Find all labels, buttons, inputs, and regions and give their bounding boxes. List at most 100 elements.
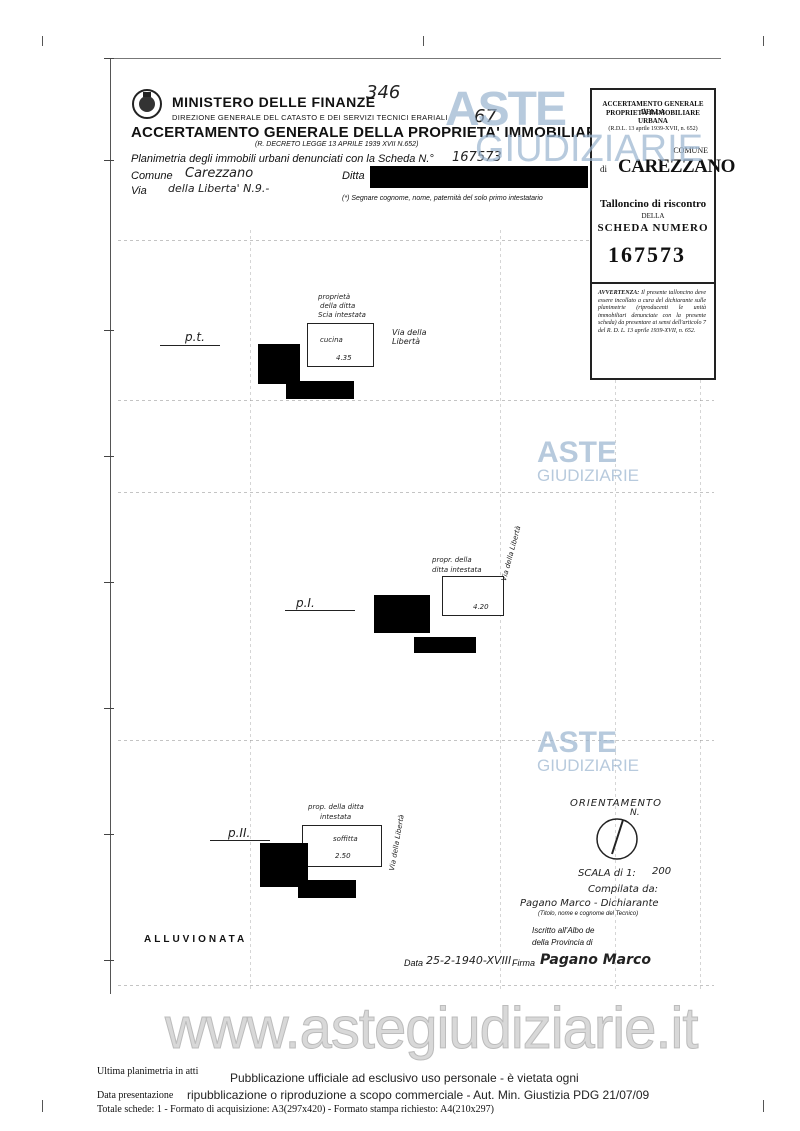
room-attic: soffitta 2.50 — [302, 825, 382, 867]
ditta-label: Ditta — [342, 170, 365, 182]
level-line — [210, 840, 270, 841]
ticket-scheda-numero: SCHEDA NUMERO — [597, 222, 709, 234]
level-line — [285, 610, 355, 611]
compiler-name: Pagano Marco - Dichiarante — [520, 898, 659, 909]
room-height: 2.50 — [335, 852, 351, 860]
compiled-label: Compilata da: — [588, 884, 658, 895]
redaction-block — [414, 637, 476, 653]
via-value: della Liberta' N.9.- — [168, 182, 270, 195]
owner-note: della ditta — [320, 302, 356, 310]
owner-note: Scia intestata — [318, 311, 366, 319]
ticket-comune-di: di — [600, 164, 608, 174]
compiler-hint: (Titolo, nome e cognome del Tecnico) — [538, 911, 639, 917]
frame-tick — [104, 582, 114, 583]
room-height: 4.20 — [473, 603, 489, 611]
watermark-aste: ASTE — [537, 436, 618, 469]
footnote: (*) Segnare cognome, nome, paternità del… — [342, 195, 543, 202]
grid-line — [615, 380, 616, 990]
grid-line — [118, 985, 714, 986]
grid-line — [250, 230, 251, 990]
frame-tick — [104, 456, 114, 457]
owner-note: intestata — [320, 813, 352, 821]
site-watermark: www.astegiudiziarie.it — [164, 996, 698, 1062]
ticket-comune-label: COMUNE — [673, 146, 708, 155]
redaction-block — [286, 381, 354, 399]
scale-value: 200 — [652, 866, 672, 877]
frame-tick — [104, 58, 114, 59]
avvertenza-text: Il presente talloncino deve essere incol… — [598, 290, 706, 334]
albo-line-1: Iscritto all'Albo de — [532, 926, 595, 935]
watermark-aste: ASTE — [537, 726, 618, 759]
footer-publication-1: Pubblicazione ufficiale ad esclusivo uso… — [230, 1071, 579, 1085]
date-label: Data — [404, 958, 424, 968]
ticket-number: 167573 — [608, 242, 686, 267]
redaction-block — [374, 595, 430, 633]
reference-ticket: ACCERTAMENTO GENERALE DELLA PROPRIETÀ IM… — [590, 88, 735, 380]
room-kitchen: cucina 4.35 — [307, 323, 374, 367]
room-height: 4.35 — [336, 354, 352, 362]
redaction-block — [258, 344, 300, 384]
ministry-name: MINISTERO DELLE FINANZE — [172, 94, 376, 110]
footer-date-presentation: Data presentazione — [97, 1090, 174, 1101]
footer-totals: Totale schede: 1 - Formato di acquisizio… — [97, 1104, 494, 1115]
redaction-bar — [370, 166, 588, 188]
grid-line — [118, 400, 714, 401]
ticket-talloncino: Talloncino di riscontro — [599, 198, 707, 210]
grid-line — [118, 240, 714, 241]
owner-note: prop. della ditta — [308, 803, 364, 811]
drawing-sheet-frame — [110, 58, 721, 994]
via-label: Via — [131, 185, 147, 197]
crop-mark — [42, 1100, 43, 1112]
date-value: 25-2-1940-XVIII — [426, 954, 512, 967]
alluvionata-stamp: ALLUVIONATA — [144, 934, 248, 945]
planimetry-label: Planimetria degli immobili urbani denunc… — [131, 153, 434, 165]
owner-note: proprietà — [318, 293, 351, 301]
floor-level-label: p.t. — [185, 330, 205, 344]
sheet-mark: 67 — [474, 106, 497, 127]
redaction-block — [260, 843, 308, 887]
north-label: N. — [630, 808, 640, 818]
frame-tick — [104, 330, 114, 331]
frame-tick — [104, 708, 114, 709]
footer-publication-2: ripubblicazione o riproduzione a scopo c… — [187, 1088, 650, 1102]
level-line — [160, 345, 220, 346]
crop-mark — [763, 36, 764, 46]
ticket-comune-name: CAREZZANO — [618, 156, 735, 177]
grid-line — [118, 492, 714, 493]
owner-note: propr. della — [432, 556, 472, 564]
ticket-line-1: ACCERTAMENTO GENERALE DELLA — [602, 100, 704, 116]
room-first-floor: 4.20 — [442, 576, 504, 616]
comune-value: Carezzano — [185, 166, 254, 181]
handwritten-number: 346 — [366, 82, 401, 103]
watermark-giudiziarie: GIUDIZIARIE — [537, 466, 640, 485]
footer-last-planimetry: Ultima planimetria in atti — [97, 1066, 199, 1077]
decree-reference: (R. DECRETO LEGGE 13 APRILE 1939 XVII N.… — [255, 141, 419, 148]
albo-line-2: della Provincia di — [532, 938, 593, 947]
frame-tick — [104, 160, 114, 161]
frame-tick — [104, 960, 114, 961]
comune-label: Comune — [131, 170, 173, 182]
redaction-block — [298, 880, 356, 898]
ticket-line-2: PROPRIETÀ IMMOBILIARE URBANA — [606, 109, 700, 125]
owner-note: ditta intestata — [432, 566, 482, 574]
ticket-della: DELLA — [641, 212, 665, 220]
watermark-giudiziarie: GIUDIZIARIE — [537, 756, 640, 775]
avvertenza-title: AVVERTENZA: — [598, 290, 640, 296]
watermark-giudiziarie: GIUDIZIARIE — [475, 128, 704, 170]
signature: Pagano Marco — [540, 952, 651, 968]
crop-mark — [763, 1100, 764, 1112]
crop-mark — [42, 36, 43, 46]
frame-tick — [104, 834, 114, 835]
scheda-number-handwritten: 167573 — [452, 150, 502, 165]
room-label: soffitta — [333, 835, 358, 843]
watermark-aste: ASTE — [445, 83, 567, 136]
ticket-law: (R.D.L. 13 aprile 1939-XVII, n. 652) — [608, 126, 698, 132]
direction-name: DIREZIONE GENERALE DEL CATASTO E DEI SER… — [172, 113, 448, 122]
street-note: Via della Libertà — [392, 328, 427, 346]
grid-line — [700, 380, 701, 990]
crop-mark — [423, 36, 424, 46]
room-label: cucina — [320, 336, 343, 344]
state-emblem-icon — [132, 89, 162, 119]
orientation-label: ORIENTAMENTO — [570, 798, 663, 809]
floor-level-label: p.II. — [228, 826, 251, 840]
